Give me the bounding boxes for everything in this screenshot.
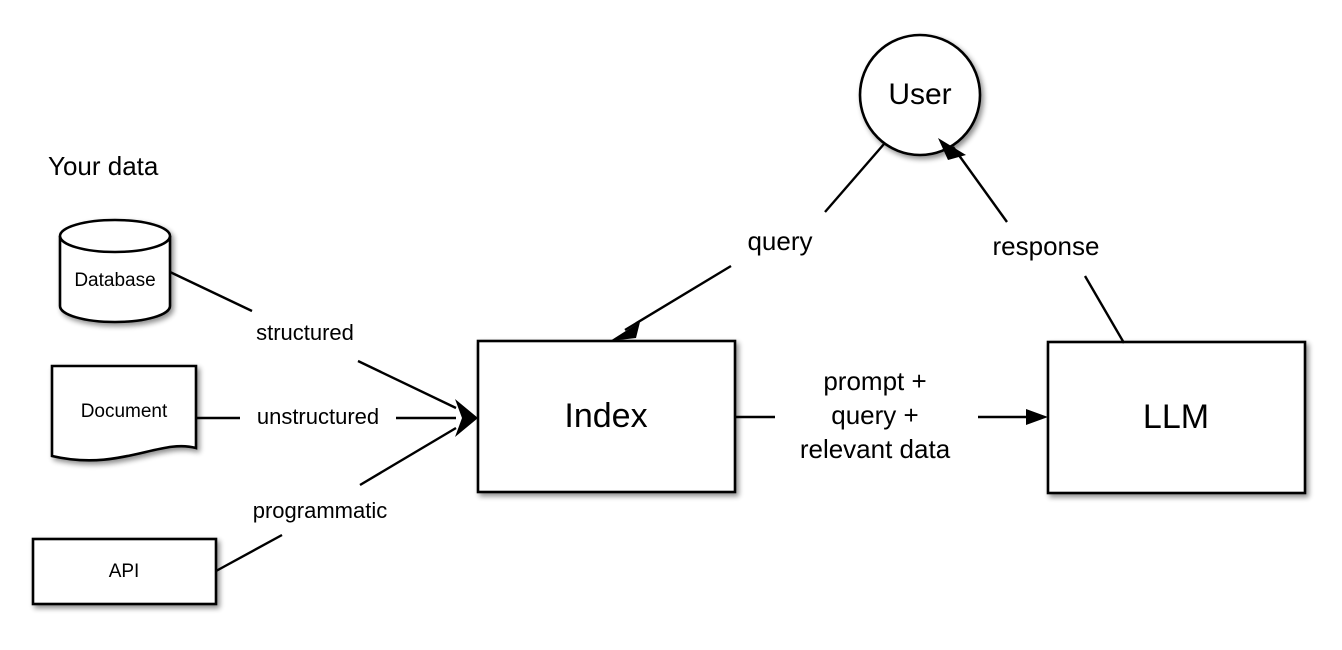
database-label: Database (74, 270, 155, 291)
edge-label-response: response (993, 231, 1100, 261)
node-database[interactable] (58, 218, 172, 324)
edge-label-query: query (747, 226, 812, 256)
user-label: User (888, 78, 951, 111)
response-arrowhead-icon (938, 138, 966, 160)
api-label: API (109, 561, 140, 582)
node-index[interactable] (476, 339, 737, 494)
query-arrowhead-icon (610, 322, 640, 341)
structured-line-segment-1 (169, 270, 253, 313)
llm-input-arrowhead-icon (1026, 409, 1048, 425)
user-outline (858, 33, 982, 157)
database-body-outline (58, 236, 172, 324)
api-fill (33, 539, 216, 604)
node-user[interactable] (858, 33, 982, 157)
edge-api-to-index (215, 426, 457, 573)
node-api[interactable] (31, 537, 218, 606)
edge-database-to-index (169, 270, 457, 410)
index-input-arrowhead-icon (455, 399, 478, 437)
edge-index-to-llm (735, 409, 1048, 425)
node-llm[interactable] (1046, 340, 1307, 495)
programmatic-line-segment-1 (215, 533, 283, 573)
edge-label-line-query: query + (831, 400, 918, 430)
query-line-segment-1 (824, 143, 885, 213)
edge-llm-to-user (938, 138, 1126, 344)
edge-label-structured: structured (256, 320, 354, 345)
programmatic-line-segment-2 (359, 426, 457, 487)
response-line-segment-1 (1083, 275, 1126, 344)
query-line-segment-2 (624, 264, 732, 332)
edge-label-line-relevant-data: relevant data (800, 434, 951, 464)
structured-line-segment-2 (357, 359, 457, 410)
database-top-fill (60, 220, 170, 252)
index-fill (478, 341, 735, 492)
llm-outline (1046, 340, 1307, 495)
edge-label-unstructured: unstructured (257, 404, 379, 429)
node-document[interactable] (50, 364, 198, 462)
api-outline (31, 537, 218, 606)
database-body-fill (60, 236, 170, 322)
document-outline (50, 364, 198, 462)
edge-label-index-to-llm: prompt + query + relevant data (800, 366, 951, 464)
document-label: Document (81, 401, 168, 422)
user-fill (860, 35, 980, 155)
document-fill (52, 366, 196, 461)
index-label: Index (564, 397, 647, 435)
edge-user-to-index (610, 143, 885, 341)
response-line-segment-2 (952, 146, 1008, 223)
edge-label-programmatic: programmatic (253, 498, 387, 523)
database-top-outline (58, 218, 172, 254)
llm-fill (1048, 342, 1305, 493)
llm-label: LLM (1143, 398, 1209, 436)
edge-label-line-prompt: prompt + (823, 366, 926, 396)
your-data-heading: Your data (48, 151, 159, 181)
